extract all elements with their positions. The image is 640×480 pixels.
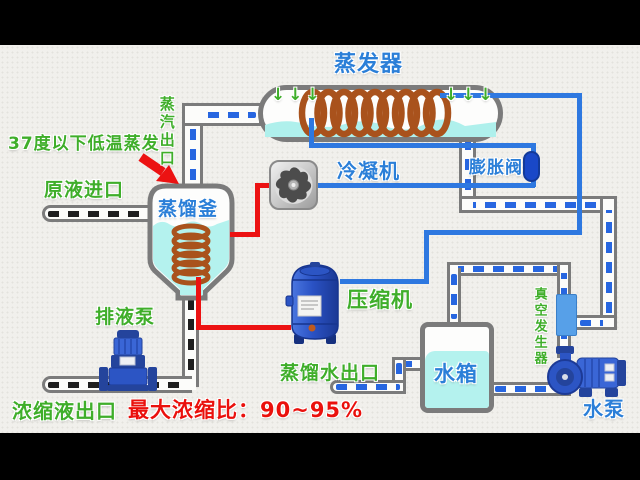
suction-line-2 bbox=[424, 230, 429, 284]
spray-arrows-left: ↓↓↓ bbox=[271, 85, 323, 105]
hot-line-to-fan bbox=[255, 183, 272, 188]
kettle-label: 蒸馏釜 bbox=[158, 198, 219, 220]
hot-line-coil-down bbox=[196, 277, 201, 330]
vacuum-generator-label: 真空发生器 bbox=[531, 287, 547, 367]
steam-outlet-label: 蒸汽出口 bbox=[157, 96, 176, 168]
drain-pump-label: 排液泵 bbox=[95, 306, 156, 328]
distilled-outlet-label: 蒸馏水出口 bbox=[280, 362, 381, 384]
vacuum-suction-pipe-right bbox=[600, 196, 617, 330]
letterbox-bottom bbox=[0, 433, 640, 480]
max-ratio-label: 最大浓缩比：90~95% bbox=[128, 398, 364, 422]
hot-line-fan-down bbox=[255, 183, 260, 237]
condenser-fan-icon bbox=[269, 160, 318, 210]
evaporator-label: 蒸发器 bbox=[334, 52, 404, 77]
compressor-unit bbox=[285, 262, 339, 344]
vacuum-suction-pipe-top bbox=[459, 196, 617, 213]
suction-line-5 bbox=[440, 93, 582, 98]
raw-inlet-pipe bbox=[42, 205, 154, 222]
tank-water bbox=[425, 351, 489, 408]
compressor-label: 压缩机 bbox=[347, 288, 413, 312]
liquid-line-1 bbox=[317, 183, 535, 188]
water-pump-label: 水泵 bbox=[583, 397, 625, 421]
suction-line-1 bbox=[340, 279, 426, 284]
hot-line-to-compressor bbox=[196, 325, 291, 330]
suction-line-3 bbox=[424, 230, 582, 235]
vacuum-generator-body bbox=[556, 294, 577, 336]
note-arrow-icon bbox=[138, 153, 179, 184]
raw-inlet-label: 原液进口 bbox=[44, 179, 125, 201]
expansion-valve-body bbox=[523, 151, 540, 182]
circulation-pipe-top bbox=[447, 262, 571, 276]
condenser-label: 冷凝机 bbox=[337, 159, 400, 183]
drain-pump-unit bbox=[99, 330, 157, 391]
kettle-vessel bbox=[147, 183, 235, 301]
hot-line-into-kettle bbox=[230, 232, 260, 237]
suction-line-4 bbox=[577, 93, 582, 235]
spray-arrows-right: ↓↓↓ bbox=[444, 85, 496, 105]
concentrate-outlet-label: 浓缩液出口 bbox=[12, 399, 117, 423]
water-tank-vessel bbox=[420, 322, 494, 413]
expansion-valve-label: 膨胀阀 bbox=[469, 158, 523, 178]
steam-pipe-horizontal bbox=[182, 103, 262, 126]
liquid-line-4 bbox=[309, 118, 314, 146]
temp-note-label: 37度以下低温蒸发 bbox=[8, 134, 160, 154]
tank-return-pipe bbox=[447, 268, 461, 325]
letterbox-top bbox=[0, 0, 640, 45]
liquid-line-3 bbox=[309, 143, 536, 148]
distilled-pipe-3 bbox=[330, 380, 406, 394]
water-pump-unit bbox=[547, 346, 626, 397]
water-tank-label: 水箱 bbox=[434, 362, 478, 386]
